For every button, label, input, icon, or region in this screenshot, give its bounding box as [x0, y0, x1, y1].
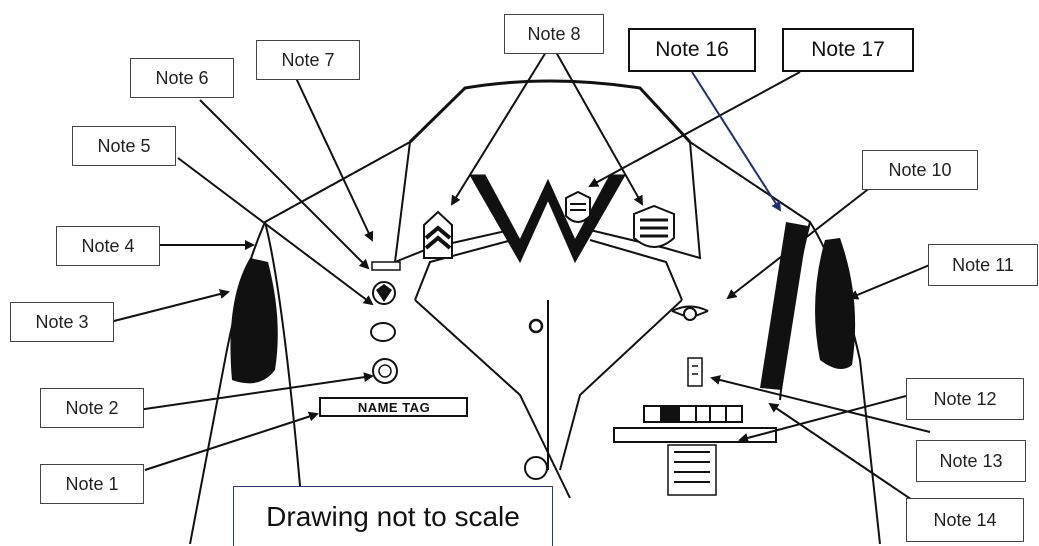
small-pin: [687, 357, 703, 387]
ribbon-rack: [643, 405, 743, 423]
collar-chevron-insignia: [423, 210, 453, 259]
arrow-note-7: [295, 77, 374, 242]
arrow-note-1: [144, 411, 319, 471]
note-17-label: Note 17: [782, 28, 914, 72]
wings-badge: [671, 305, 709, 321]
collar-shield-insignia: [633, 204, 675, 248]
jacket-outline: [189, 79, 881, 544]
note-4-label: Note 4: [56, 226, 160, 266]
note-11-label: Note 11: [928, 244, 1038, 286]
note-10-label: Note 10: [862, 150, 978, 190]
arrow-note-12: [738, 395, 907, 443]
right-shoulder-patch: [815, 238, 856, 369]
name-tag-plate: [319, 397, 468, 417]
arrow-note-3: [109, 289, 230, 323]
button-lower: [524, 456, 548, 480]
pocket-emblem: [667, 444, 717, 496]
name-tag-text: NAME TAG: [357, 399, 431, 415]
pointer-arrows: [109, 51, 933, 513]
collar-v: [469, 174, 626, 264]
arrow-note-5: [177, 157, 374, 306]
arrow-note-6: [199, 99, 370, 270]
left-shoulder-patch: [230, 258, 278, 384]
note-8-label: Note 8: [504, 14, 604, 54]
arrow-note-17: [588, 71, 801, 187]
badge-1: [372, 281, 396, 305]
drawing-caption: Drawing not to scale: [233, 486, 553, 546]
note-5-label: Note 5: [72, 126, 176, 166]
note-6-label: Note 6: [130, 58, 234, 98]
center-collar-insignia: [565, 190, 591, 223]
arrow-note-11: [848, 263, 933, 300]
arrow-note-14: [768, 402, 931, 513]
note-16-label: Note 16: [628, 28, 756, 72]
note-7-label: Note 7: [256, 40, 360, 80]
note-1-label: Note 1: [40, 464, 144, 504]
service-bar: [613, 427, 777, 443]
ribbon-bar-1: [371, 261, 401, 271]
badge-2: [370, 322, 396, 342]
note-3-label: Note 3: [10, 302, 114, 342]
note-12-label: Note 12: [906, 378, 1024, 420]
arrow-note-13: [710, 375, 931, 433]
badge-3: [372, 358, 398, 384]
note-2-label: Note 2: [40, 388, 144, 428]
arrow-note-8a: [450, 51, 547, 206]
arrow-note-10: [726, 179, 881, 300]
arrow-note-8b: [555, 51, 643, 206]
arrow-note-16: [691, 71, 782, 212]
arrow-note-2: [137, 372, 374, 411]
button-upper: [528, 318, 544, 334]
shoulder-stripe: [760, 222, 808, 390]
note-13-label: Note 13: [916, 440, 1026, 482]
note-14-label: Note 14: [906, 498, 1024, 542]
